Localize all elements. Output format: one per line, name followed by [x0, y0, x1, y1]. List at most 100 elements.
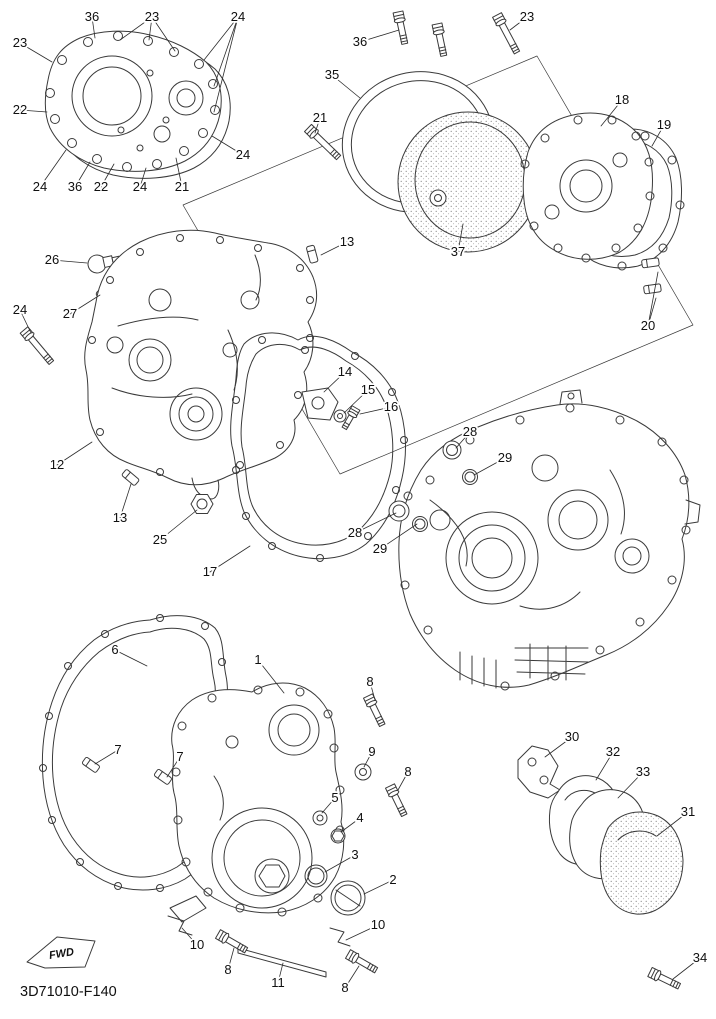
part-bolt-8b [384, 783, 410, 819]
callout-4: 4 [356, 810, 363, 825]
leader-line [617, 771, 644, 799]
callout-7: 7 [176, 749, 183, 764]
leader-line [277, 962, 284, 984]
callout-7: 7 [114, 742, 121, 757]
callout-24: 24 [236, 147, 250, 162]
leader-line [19, 109, 48, 113]
part-oring-29a [462, 469, 478, 485]
callout-33: 33 [636, 764, 650, 779]
callout-35: 35 [325, 67, 339, 82]
callout-10: 10 [190, 937, 204, 952]
leader-line [19, 42, 53, 63]
callout-30: 30 [565, 729, 579, 744]
callout-13: 13 [340, 234, 354, 249]
fwd-label: FWD [48, 946, 75, 962]
callout-8: 8 [404, 764, 411, 779]
leader-line [213, 16, 239, 113]
callout-21: 21 [313, 110, 327, 125]
leader-line [656, 811, 689, 837]
leader-line [209, 545, 251, 573]
part-washer-9 [354, 763, 372, 781]
callout-32: 32 [606, 744, 620, 759]
leader-line [651, 124, 665, 147]
callout-5: 5 [331, 790, 338, 805]
leader-line [354, 512, 397, 534]
callout-34: 34 [693, 950, 707, 965]
leader-line [595, 751, 614, 781]
leader-line [181, 927, 198, 946]
callout-29: 29 [373, 541, 387, 556]
part-clip-10b [167, 915, 193, 936]
callout-10: 10 [371, 917, 385, 932]
part-bolt-34 [647, 966, 683, 992]
part-crankcase-right [398, 389, 701, 691]
leader-line [203, 16, 239, 61]
leader-line [473, 457, 506, 476]
callout-24: 24 [133, 179, 147, 194]
callout-23: 23 [13, 35, 27, 50]
callout-37: 37 [451, 244, 465, 259]
leader-line [257, 659, 285, 694]
callout-28: 28 [348, 525, 362, 540]
part-bolt-8a [362, 693, 388, 729]
leader-line [345, 924, 379, 941]
callout-22: 22 [13, 102, 27, 117]
fwd-arrow: FWD [26, 936, 96, 969]
callout-24: 24 [13, 302, 27, 317]
callout-17: 17 [203, 564, 217, 579]
leader-line [91, 16, 96, 39]
part-bolts-top [392, 10, 523, 58]
callout-14: 14 [338, 364, 352, 379]
callout-22: 22 [94, 179, 108, 194]
callout-13: 13 [113, 510, 127, 525]
part-clutch-cover-37 [397, 111, 539, 253]
callout-26: 26 [45, 252, 59, 267]
leader-line [119, 16, 153, 41]
callout-23: 23 [520, 9, 534, 24]
part-pin-13a [305, 244, 319, 264]
callout-6: 6 [111, 642, 118, 657]
leader-line [647, 297, 657, 327]
leader-line [213, 16, 239, 87]
leader-line [544, 736, 573, 758]
leader-line [600, 99, 623, 127]
callout-8: 8 [366, 674, 373, 689]
leader-line [166, 756, 181, 778]
leader-line [119, 483, 132, 519]
leader-line [324, 854, 356, 873]
part-gasket-6 [39, 614, 231, 892]
part-bolt-21 [303, 123, 343, 162]
leader-line [457, 223, 464, 253]
leader-line [363, 879, 394, 895]
callout-31: 31 [681, 804, 695, 819]
part-plug-4 [330, 828, 346, 844]
callout-27: 27 [63, 306, 77, 321]
callout-9: 9 [368, 744, 375, 759]
part-washer-15 [333, 409, 347, 423]
part-collar-28a [442, 440, 462, 460]
leader-line [148, 16, 153, 41]
leader-line [139, 167, 147, 188]
part-cap-2 [330, 880, 366, 916]
leader-line [509, 16, 528, 31]
leader-line [359, 406, 392, 415]
callout-18: 18 [615, 92, 629, 107]
callout-24: 24 [231, 9, 245, 24]
leader-line [100, 163, 115, 188]
part-oring-29b [412, 516, 428, 532]
leader-line [151, 16, 176, 52]
leader-line [159, 509, 198, 541]
part-rod-11 [237, 947, 327, 978]
leader-line [455, 431, 471, 449]
leader-line [321, 797, 336, 814]
callout-21: 21 [175, 179, 189, 194]
leader-line [397, 771, 409, 791]
leader-line [363, 751, 373, 768]
part-plug-26 [87, 254, 121, 274]
leader-line [369, 681, 376, 701]
leader-line [344, 965, 360, 989]
leader-line [320, 241, 348, 256]
leader-line [359, 29, 400, 43]
callout-20: 20 [641, 318, 655, 333]
